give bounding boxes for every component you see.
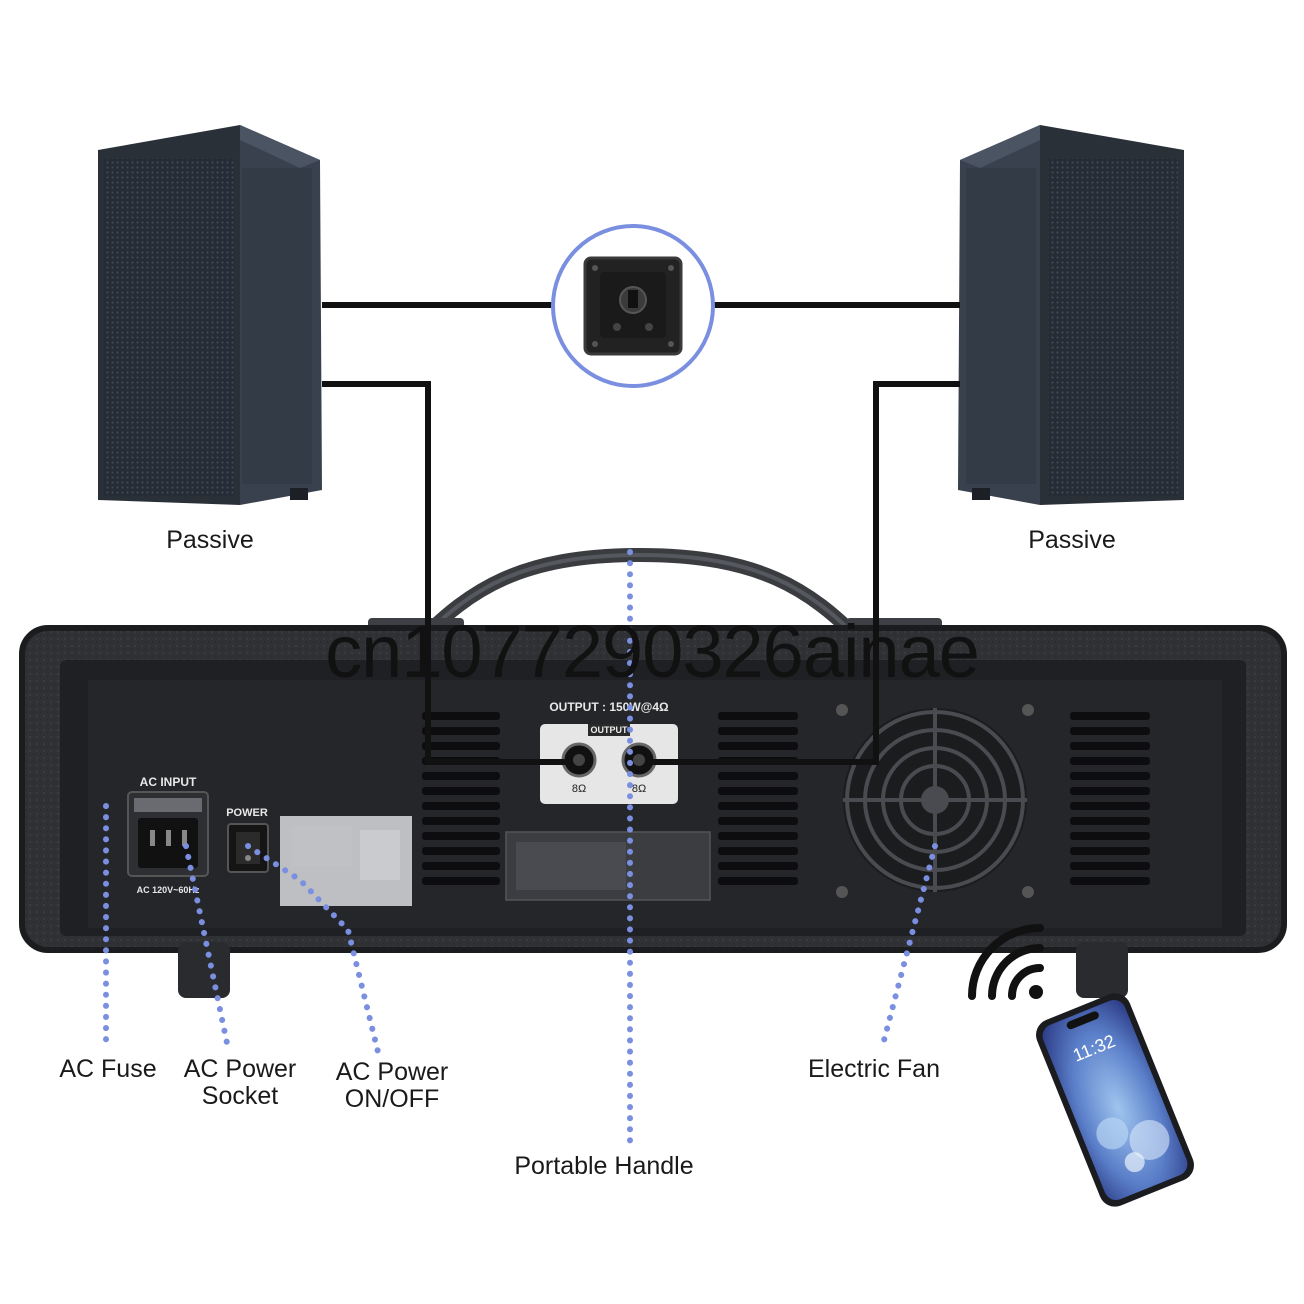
jack-right-ohm: 8Ω (632, 783, 646, 795)
watermark-text: cn1077290326ainae (325, 610, 980, 693)
vent-slot (1070, 832, 1150, 840)
smartphone: 11:32 (1036, 993, 1194, 1207)
vent-slot (1070, 727, 1150, 735)
vent-slot (1070, 772, 1150, 780)
right-passive-speaker (958, 125, 1184, 505)
vent-slot (1070, 712, 1150, 720)
vent-slot (422, 802, 500, 810)
vent-slot (1070, 802, 1150, 810)
ac-power-socket-label: AC Power Socket (170, 1056, 310, 1110)
portable-handle-label: Portable Handle (514, 1152, 694, 1180)
vent-slot (718, 817, 798, 825)
ac-input-socket: AC INPUT AC 120V~60Hz (127, 775, 209, 895)
vent-slot (718, 832, 798, 840)
speaker-grill (1048, 158, 1178, 496)
power-switch: POWER (226, 807, 269, 873)
vent-slots (422, 712, 1150, 885)
vent-slot (1070, 787, 1150, 795)
vent-slot (1070, 742, 1150, 750)
fuse-drawer (134, 798, 202, 812)
vent-slot (422, 877, 500, 885)
electric-fan-label: Electric Fan (808, 1055, 940, 1083)
vent-slot (718, 787, 798, 795)
vent-slot (1070, 847, 1150, 855)
jack-left-ohm: 8Ω (572, 783, 586, 795)
ac-power-socket-callout (183, 843, 231, 1051)
ac-power-switch-label: AC Power ON/OFF (322, 1059, 462, 1113)
vent-slot (422, 787, 500, 795)
vent-slot (422, 832, 500, 840)
speaker-grill (104, 158, 234, 496)
vent-slot (1070, 817, 1150, 825)
vent-slot (422, 862, 500, 870)
ac-power-switch-callout (245, 843, 381, 1055)
center-plate (505, 831, 711, 901)
vent-slot (718, 727, 798, 735)
vent-slot (1070, 862, 1150, 870)
speakon-connector-inset (322, 224, 960, 388)
vent-slot (422, 712, 500, 720)
output-rating-label: OUTPUT : 150W@4Ω (549, 700, 669, 714)
vent-slot (1070, 757, 1150, 765)
vent-slot (718, 877, 798, 885)
vent-slot (422, 727, 500, 735)
vent-slot (422, 772, 500, 780)
ac-fuse-label: AC Fuse (59, 1055, 157, 1083)
ac-power-socket-line1: AC Power (183, 1055, 297, 1083)
vent-slot (422, 817, 500, 825)
power-label: POWER (226, 807, 268, 819)
ac-power-socket-line2: Socket (201, 1082, 279, 1110)
vent-slot (1070, 877, 1150, 885)
rating-sticker (280, 816, 412, 906)
vent-slot (718, 802, 798, 810)
callout-lines (103, 549, 938, 1153)
vent-slot (422, 847, 500, 855)
left-speaker-cable (322, 381, 566, 765)
ac-power-switch-line2: ON/OFF (344, 1085, 440, 1113)
output-jack-panel: OUTPUT : 150W@4Ω OUTPUT 8Ω 8Ω (540, 700, 678, 804)
right-speaker-cable (652, 381, 960, 765)
vent-slot (422, 742, 500, 750)
left-speaker-label: Passive (166, 526, 254, 554)
output-label: OUTPUT (591, 725, 629, 735)
speaker-output-cables (322, 381, 960, 765)
left-passive-speaker (98, 125, 322, 505)
electric-fan-callout (879, 843, 938, 1051)
vent-slot (718, 847, 798, 855)
vent-slot (718, 772, 798, 780)
ac-power-switch-line1: AC Power (335, 1058, 449, 1086)
ac-rating-label: AC 120V~60Hz (137, 885, 200, 895)
electric-fan-grill (836, 704, 1034, 898)
vent-slot (718, 862, 798, 870)
vent-slot (718, 712, 798, 720)
right-speaker-label: Passive (1028, 526, 1116, 554)
vent-slot (718, 742, 798, 750)
wireless-signal-icon (968, 924, 1044, 1000)
ac-input-label: AC INPUT (140, 775, 197, 789)
